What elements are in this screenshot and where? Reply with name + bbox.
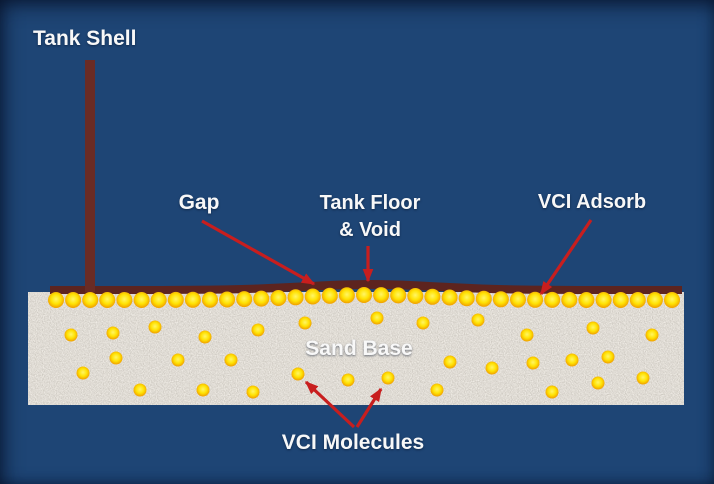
vci-adsorbed-dot [151,292,167,308]
vci-molecule-dot [637,372,650,385]
vci-adsorbed-dot [647,292,663,308]
vci-molecules-label: VCI Molecules [282,430,424,455]
vci-molecule-dot [149,321,162,334]
vci-molecule-dot [292,368,305,381]
tank-floor-void-label: Tank Floor & Void [320,190,421,244]
gap-label: Gap [179,190,220,215]
vci-adsorbed-dot [236,291,252,307]
vci-adsorbed-dot [356,287,372,303]
vci-adsorbed-dot [613,292,629,308]
vci-adsorb-arrow [541,220,591,294]
tank-floor-label-line2: & Void [339,219,401,241]
vci-molecule-dot [252,324,265,337]
vci-adsorb-label: VCI Adsorb [538,190,646,214]
vci-molecule-dot [299,317,312,330]
tank-shell-bar [85,60,95,292]
vci-adsorbed-dot [339,287,355,303]
vci-molecule-dot [110,352,123,365]
vci-molecule-dot [134,384,147,397]
vci-adsorbed-dot [442,290,458,306]
vci-adsorbed-dot [561,292,577,308]
vci-molecule-dot [587,322,600,335]
vci-molecule-dot [566,354,579,367]
vci-molecule-dot [444,356,457,369]
vci-adsorbed-dot [459,290,475,306]
vci-molecule-dot [382,372,395,385]
tank-shell-bar-shape [85,60,95,292]
vci-adsorbed-dot [116,292,132,308]
gap-arrow [202,221,314,284]
tank-shell-label: Tank Shell [33,26,136,51]
vci-molecule-dot [197,384,210,397]
vci-adsorbed-dot [99,292,115,308]
vci-adsorbed-dot [373,287,389,303]
vci-molecule-dot [602,351,615,364]
vci-adsorbed-dot [664,292,680,308]
vci-molecule-dot [77,367,90,380]
vci-adsorbed-dot [322,288,338,304]
vci-molecule-dot [417,317,430,330]
vci-molecule-dot [546,386,559,399]
vci-molecule-dot [65,329,78,342]
vci-molecule-dot [646,329,659,342]
vci-adsorbed-dot [288,289,304,305]
vci-adsorbed-dot [48,292,64,308]
vci-adsorbed-dot [596,292,612,308]
vci-adsorbed-dot [578,292,594,308]
vci-adsorbed-dot [134,292,150,308]
vci-adsorbed-dot [168,292,184,308]
vci-adsorbed-dot [527,292,543,308]
vci-molecule-dot [592,377,605,390]
vci-molecule-dot [431,384,444,397]
vci-adsorbed-dot [219,292,235,308]
vci-molecule-dot [199,331,212,344]
vci-adsorbed-dot [424,289,440,305]
vci-adsorbed-dot [305,289,321,305]
sand-base-label: Sand Base [305,336,412,361]
vci-adsorbed-dot [185,292,201,308]
vci-adsorbed-dot [493,291,509,307]
vci-molecule-dot [172,354,185,367]
vci-molecule-dot [342,374,355,387]
vci-molecule-dot [527,357,540,370]
vci-adsorbed-dot [202,292,218,308]
vci-adsorbed-dot [390,287,406,303]
vci-adsorbed-dot [630,292,646,308]
tank-floor-label-line1: Tank Floor [320,192,421,214]
vci-adsorbed-dot [253,291,269,307]
vci-molecule-dot [107,327,120,340]
vci-adsorbed-dot [544,292,560,308]
vci-molecule-dot [225,354,238,367]
vci-molecule-dot [472,314,485,327]
vci-molecule-dot [247,386,260,399]
vci-molecule-dot [486,362,499,375]
vci-molecule-dot [521,329,534,342]
vci-adsorbed-dot [65,292,81,308]
vci-adsorbed-dot [476,291,492,307]
vci-adsorbed-dot [510,292,526,308]
vci-adsorbed-dot [82,292,98,308]
vci-adsorbed-dot [407,288,423,304]
vci-adsorbed-dot [270,290,286,306]
vci-molecule-dot [371,312,384,325]
